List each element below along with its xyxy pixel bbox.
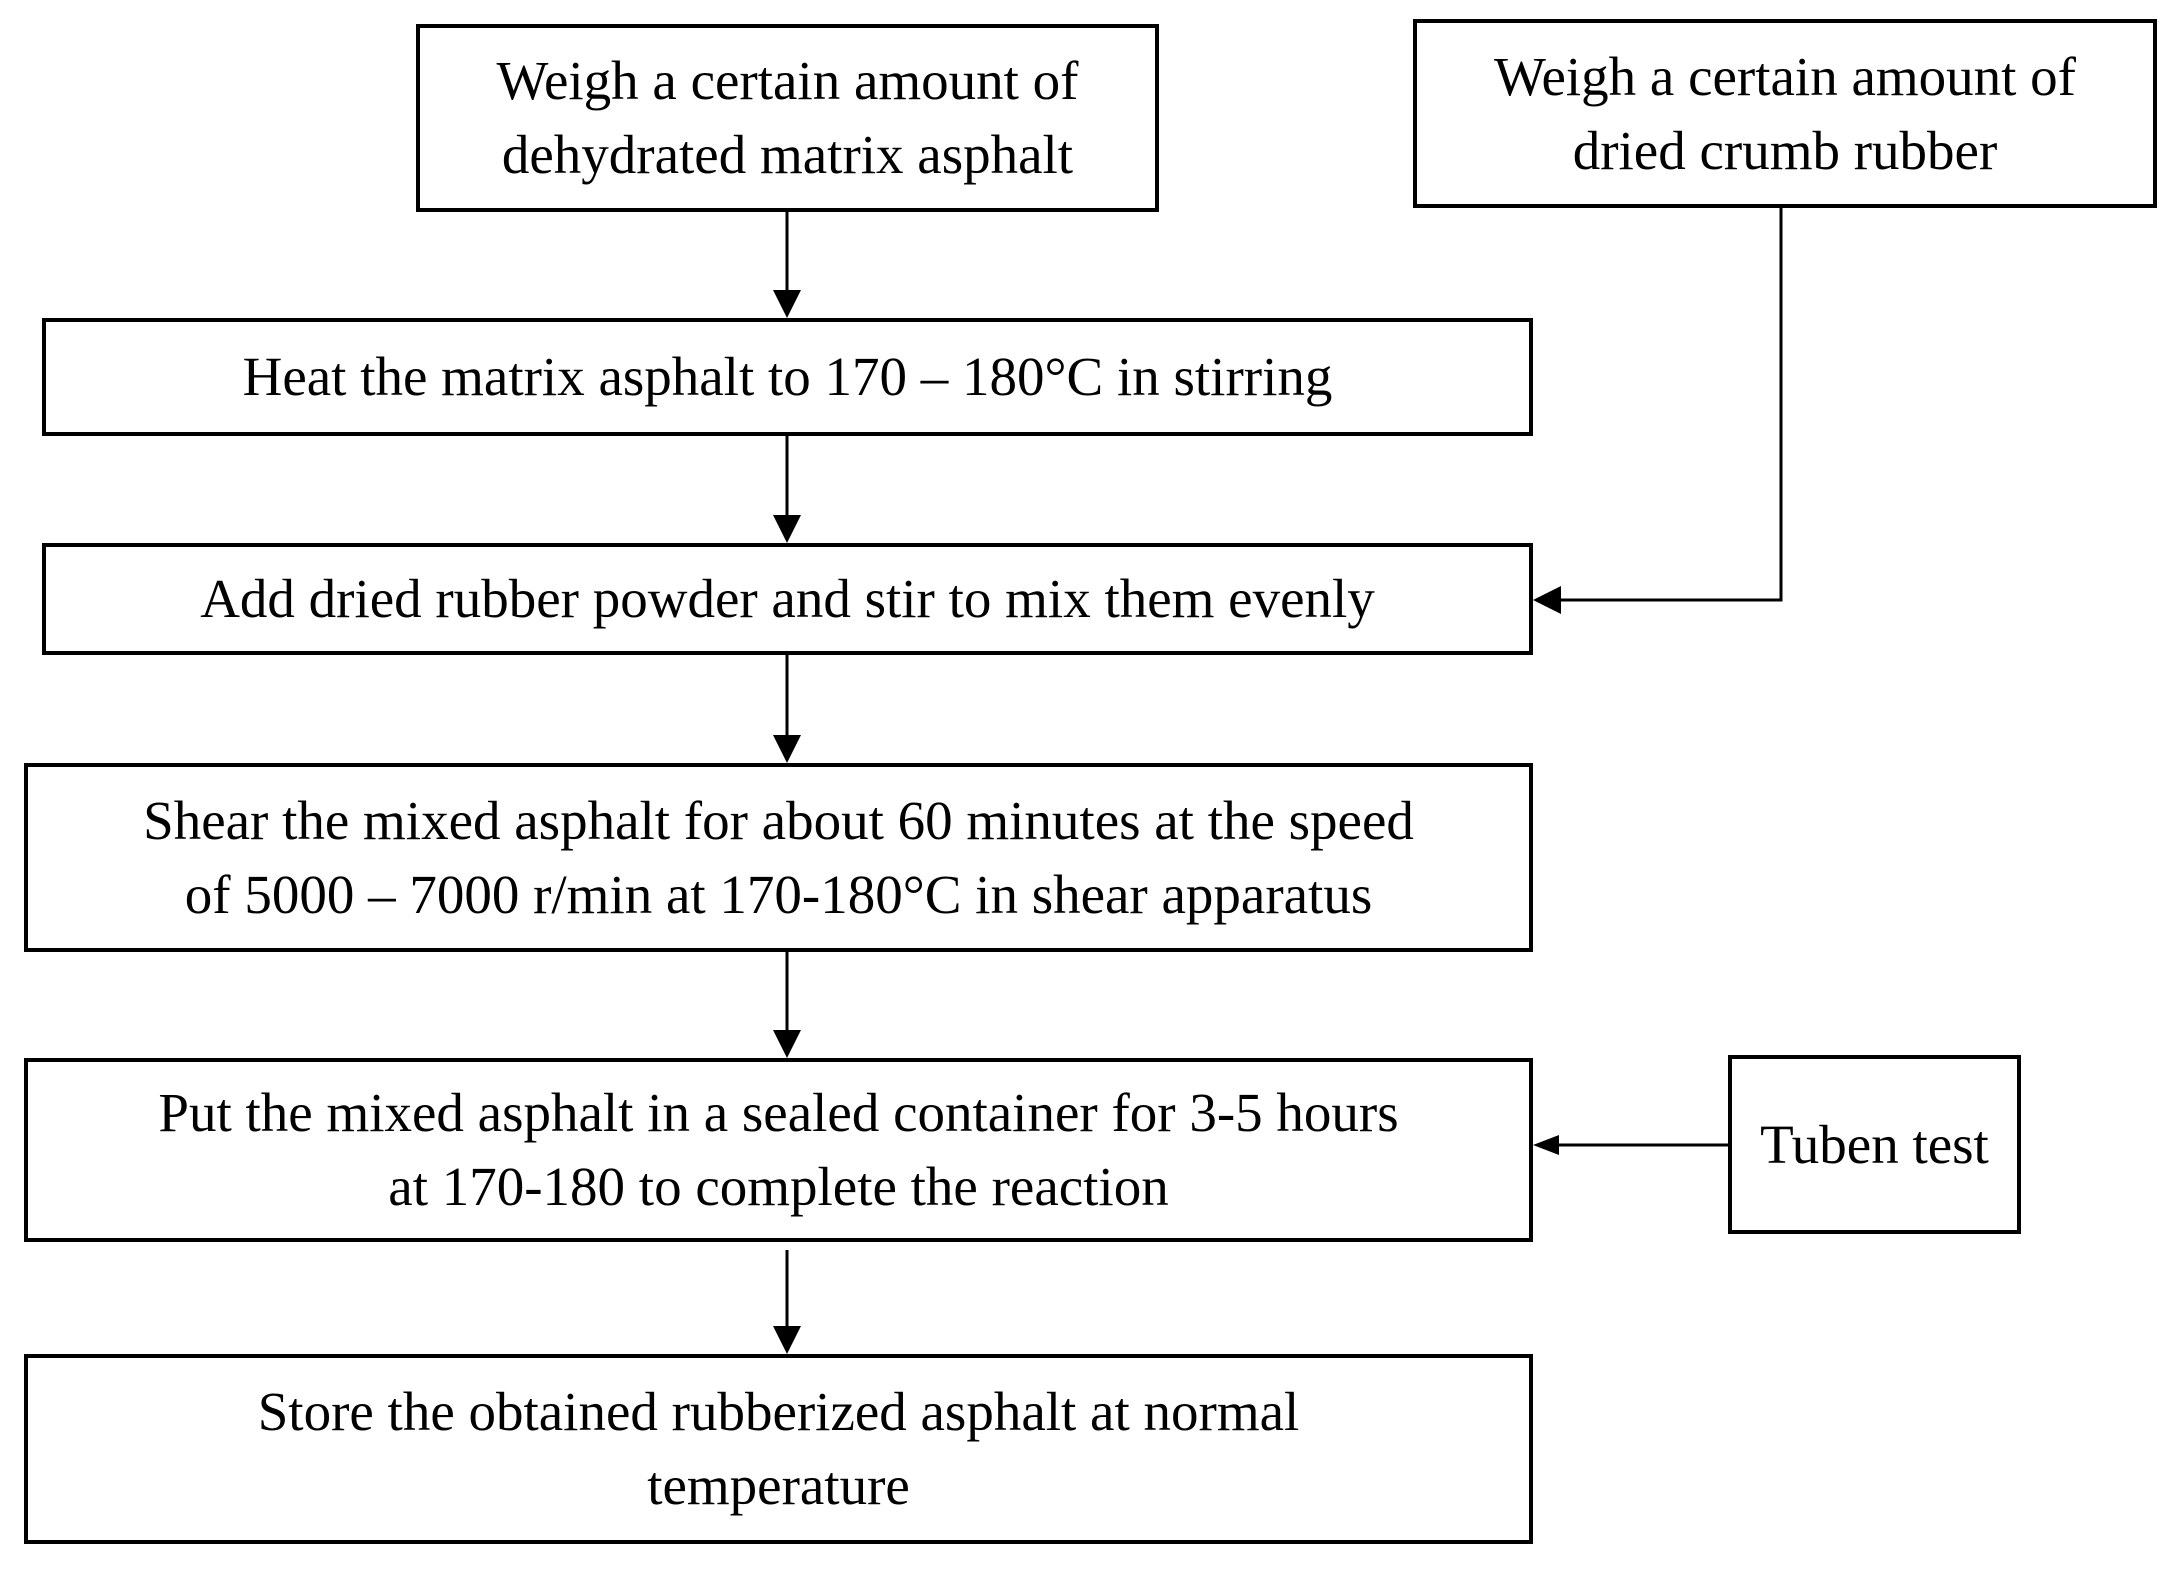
arrowhead-down-icon <box>773 290 801 318</box>
arrowhead-down-icon <box>773 515 801 543</box>
step-weigh-asphalt-line1: Weigh a certain amount of <box>496 50 1079 111</box>
step-tuben-test: Tuben test <box>1728 1055 2021 1234</box>
arrowhead-left-icon <box>1533 1135 1559 1155</box>
step-add-rubber-line1: Add dried rubber powder and stir to mix … <box>200 568 1375 629</box>
step-weigh-asphalt: Weigh a certain amount of dehydrated mat… <box>416 24 1159 212</box>
arrowhead-down-icon <box>773 735 801 763</box>
step-seal: Put the mixed asphalt in a sealed contai… <box>24 1058 1533 1242</box>
step-store-line1: Store the obtained rubberized asphalt at… <box>257 1381 1300 1442</box>
step-heat: Heat the matrix asphalt to 170 – 180°C i… <box>42 318 1533 436</box>
step-weigh-rubber-line1: Weigh a certain amount of <box>1493 45 2076 107</box>
step-store-line2: temperature <box>647 1455 910 1516</box>
step-tuben-test-line1: Tuben test <box>1760 1113 1989 1175</box>
step-add-rubber: Add dried rubber powder and stir to mix … <box>42 543 1533 655</box>
step-weigh-rubber-line2: dried crumb rubber <box>1572 119 1998 181</box>
arrow-rubber-to-add <box>1555 208 1783 602</box>
arrowhead-left-icon <box>1533 586 1561 614</box>
step-weigh-asphalt-line2: dehydrated matrix asphalt <box>501 124 1074 185</box>
arrowhead-down-icon <box>773 1326 801 1354</box>
arrowhead-down-icon <box>773 1030 801 1058</box>
step-shear-line1: Shear the mixed asphalt for about 60 min… <box>143 789 1414 851</box>
step-shear: Shear the mixed asphalt for about 60 min… <box>24 763 1533 952</box>
step-store: Store the obtained rubberized asphalt at… <box>24 1354 1533 1544</box>
step-seal-line1: Put the mixed asphalt in a sealed contai… <box>158 1082 1399 1143</box>
step-weigh-rubber: Weigh a certain amount of dried crumb ru… <box>1413 19 2157 208</box>
step-shear-line2: of 5000 – 7000 r/min at 170-180°C in she… <box>184 863 1373 925</box>
step-heat-line1: Heat the matrix asphalt to 170 – 180°C i… <box>242 346 1333 407</box>
step-seal-line2: at 170-180 to complete the reaction <box>388 1156 1169 1217</box>
